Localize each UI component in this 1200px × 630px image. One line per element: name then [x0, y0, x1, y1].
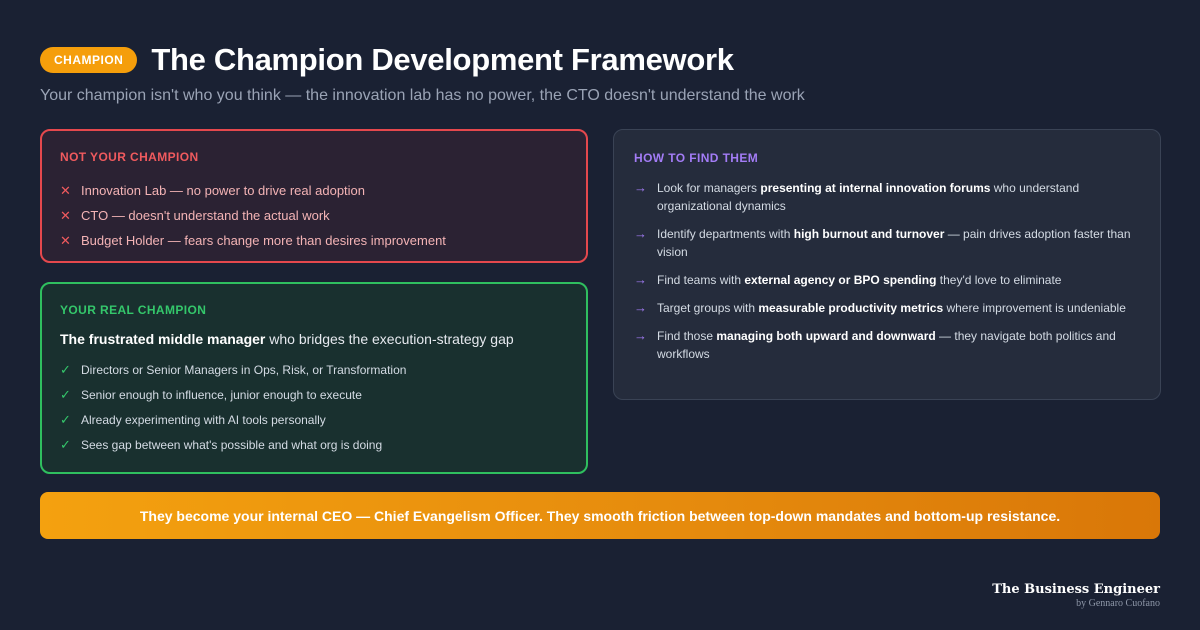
list-item: ✕ Budget Holder — fears change more than … — [60, 228, 568, 253]
text-bold: managing both upward and downward — [716, 329, 936, 343]
how-to-find-them-card: HOW TO FIND THEM → Look for managers pres… — [613, 129, 1161, 400]
text-pre: Target groups with — [657, 301, 759, 315]
text-bold: presenting at internal innovation forums — [760, 181, 991, 195]
arrow-right-icon: → — [634, 272, 647, 287]
x-icon: ✕ — [60, 207, 71, 223]
not-your-champion-card: NOT YOUR CHAMPION ✕ Innovation Lab — no p… — [40, 129, 588, 263]
text-post: they'd love to eliminate — [936, 273, 1062, 287]
text-post: — pain drives adoption faster than visio… — [657, 227, 1131, 259]
text-post: who understand organizational dynamics — [657, 181, 1080, 213]
list-item: ✕ CTO — doesn't understand the actual wor… — [60, 203, 568, 228]
list-item: → Identify departments with high burnout … — [634, 225, 1140, 261]
brand-logo: The Business Engineer by Gennaro Cuofano — [992, 582, 1160, 609]
text-post: where improvement is undeniable — [943, 301, 1126, 315]
checkmark-icon: ✓ — [60, 386, 71, 402]
header: CHAMPION The Champion Development Framew… — [40, 42, 734, 78]
list-item-text: Already experimenting with AI tools pers… — [81, 412, 326, 427]
list-item: ✕ Innovation Lab — no power to drive real… — [60, 178, 568, 203]
arrow-right-icon: → — [634, 328, 647, 343]
x-icon: ✕ — [60, 182, 71, 198]
page-title: The Champion Development Framework — [151, 42, 734, 77]
list-item-text: CTO — doesn't understand the actual work — [81, 208, 330, 223]
ceo-banner: They become your internal CEO — Chief Ev… — [40, 492, 1160, 539]
how-to-find-list: → Look for managers presenting at interna… — [634, 179, 1140, 363]
list-item: → Find those managing both upward and dow… — [634, 327, 1140, 363]
text-post: — they navigate both politics and workfl… — [657, 329, 1116, 361]
banner-text: They become your internal CEO — Chief Ev… — [139, 507, 1061, 524]
list-item-text: Target groups with measurable productivi… — [657, 299, 1126, 317]
checkmark-icon: ✓ — [60, 361, 71, 377]
checkmark-icon: ✓ — [60, 411, 71, 427]
text-pre: Look for managers — [657, 181, 761, 195]
list-item-text: Identify departments with high burnout a… — [657, 225, 1140, 261]
checkmark-icon: ✓ — [60, 436, 71, 452]
list-item: ✓ Already experimenting with AI tools per… — [60, 407, 568, 432]
brand-byline: by Gennaro Cuofano — [1076, 598, 1160, 609]
x-icon: ✕ — [60, 232, 71, 248]
text-pre: Find those — [657, 329, 717, 343]
list-item-text: Sees gap between what's possible and wha… — [81, 437, 383, 452]
list-item-text: Find those managing both upward and down… — [657, 327, 1140, 363]
list-item: → Look for managers presenting at interna… — [634, 179, 1140, 215]
list-item-text: Look for managers presenting at internal… — [657, 179, 1140, 215]
list-item: → Target groups with measurable productiv… — [634, 299, 1140, 317]
arrow-right-icon: → — [634, 180, 647, 195]
real-champion-list: ✓ Directors or Senior Managers in Ops, Ri… — [60, 357, 568, 457]
text-pre: Find teams with — [657, 273, 745, 287]
not-your-champion-heading: NOT YOUR CHAMPION — [60, 150, 199, 164]
list-item-text: Directors or Senior Managers in Ops, Ris… — [81, 362, 407, 377]
champion-lead-rest: who bridges the execution-strategy gap — [265, 331, 514, 347]
text-bold: external agency or BPO spending — [744, 273, 937, 287]
arrow-right-icon: → — [634, 300, 647, 315]
list-item-text: Find teams with external agency or BPO s… — [657, 271, 1061, 289]
list-item-text: Senior enough to influence, junior enoug… — [81, 387, 362, 402]
list-item-text: Budget Holder — fears change more than d… — [81, 233, 446, 248]
brand-name: The Business Engineer — [992, 582, 1160, 597]
list-item: → Find teams with external agency or BPO … — [634, 271, 1140, 289]
list-item: ✓ Sees gap between what's possible and wh… — [60, 432, 568, 457]
your-real-champion-heading: YOUR REAL CHAMPION — [60, 303, 207, 317]
list-item-text: Innovation Lab — no power to drive real … — [81, 183, 366, 198]
page-subtitle: Your champion isn't who you think — the … — [40, 87, 805, 104]
text-bold: high burnout and turnover — [793, 227, 945, 241]
list-item: ✓ Senior enough to influence, junior enou… — [60, 382, 568, 407]
not-champion-list: ✕ Innovation Lab — no power to drive real… — [60, 178, 568, 253]
arrow-right-icon: → — [634, 226, 647, 241]
how-to-find-them-heading: HOW TO FIND THEM — [634, 151, 759, 165]
list-item: ✓ Directors or Senior Managers in Ops, Ri… — [60, 357, 568, 382]
champion-lead-bold: The frustrated middle manager — [60, 331, 266, 347]
champion-lead: The frustrated middle manager who bridge… — [60, 331, 568, 347]
champion-badge: CHAMPION — [40, 47, 138, 73]
text-pre: Identify departments with — [657, 227, 794, 241]
text-bold: measurable productivity metrics — [758, 301, 944, 315]
your-real-champion-card: YOUR REAL CHAMPION The frustrated middle… — [40, 282, 588, 474]
